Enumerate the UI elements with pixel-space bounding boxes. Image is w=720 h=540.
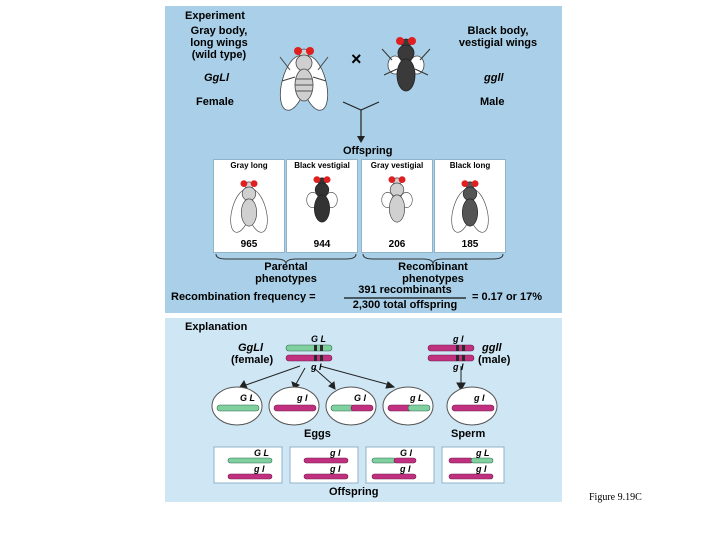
female-bottom-alleles: g l	[311, 362, 322, 372]
offspring-1-top: G L	[254, 448, 269, 458]
gray-vestigial-fly-icon	[381, 176, 413, 223]
experiment-heading: Experiment	[185, 10, 245, 22]
count-gray-long: 965	[240, 239, 258, 250]
egg-1-alleles: G L	[240, 393, 255, 403]
black-long-fly-icon	[451, 180, 489, 233]
male-genotype: ggll	[484, 72, 504, 84]
count-gray-vestigial: 206	[388, 239, 406, 250]
count-black-vestigial: 944	[313, 239, 331, 250]
male-top-alleles: g l	[453, 334, 464, 344]
recombinant-phenotypes-label: Recombinant phenotypes	[398, 261, 468, 285]
offspring-3-bottom: g l	[400, 464, 411, 474]
egg-2-alleles: g l	[297, 393, 308, 403]
phenotype-label-2: Black vestigial	[294, 161, 350, 170]
offspring-2-bottom: g l	[330, 464, 341, 474]
offspring-1-bottom: g l	[254, 464, 265, 474]
female-sex-label: Female	[196, 96, 234, 108]
female-description: Gray body, long wings (wild type)	[190, 25, 248, 61]
figure-caption: Figure 9.19C	[589, 492, 642, 503]
phenotype-label-1: Gray long	[230, 161, 268, 170]
recomb-denominator: 2,300 total offspring	[352, 299, 458, 311]
recomb-numerator: 391 recombinants	[358, 284, 452, 296]
male-bottom-alleles: g l	[453, 362, 464, 372]
egg-4-alleles: g L	[410, 393, 424, 403]
parental-phenotypes-label: Parental phenotypes	[255, 261, 317, 285]
offspring-4-bottom: g l	[476, 464, 487, 474]
male-chromosome-pair	[427, 344, 475, 362]
female-chromosome-pair	[285, 344, 333, 362]
gray-long-fly-icon	[230, 180, 268, 233]
female-top-alleles: G L	[311, 334, 326, 344]
explanation-heading: Explanation	[185, 321, 248, 333]
female-label-expl: (female)	[231, 354, 274, 366]
phenotype-label-4: Black long	[449, 161, 491, 170]
recomb-result: = 0.17 or 17%	[472, 291, 543, 303]
male-sex-label: Male	[480, 96, 505, 108]
offspring-2-top: g l	[330, 448, 341, 458]
offspring-3-top: G l	[400, 448, 413, 458]
recomb-frequency-label: Recombination frequency =	[171, 291, 316, 303]
male-description: Black body, vestigial wings	[458, 25, 538, 49]
female-genotype: GgLl	[204, 72, 230, 84]
offspring-label: Offspring	[343, 145, 393, 157]
male-label-expl: (male)	[478, 354, 511, 366]
explanation-offspring-label: Offspring	[329, 486, 379, 498]
male-fly-icon	[381, 37, 431, 92]
count-black-long: 185	[461, 239, 479, 250]
female-genotype-expl: GgLl	[238, 342, 264, 354]
black-vestigial-fly-icon	[306, 176, 338, 223]
offspring-4-top: g L	[476, 448, 490, 458]
phenotype-label-3: Gray vestigial	[370, 161, 424, 170]
male-genotype-expl: ggll	[482, 342, 502, 354]
sperm-label: Sperm	[451, 428, 486, 440]
egg-3-alleles: G l	[354, 393, 367, 403]
eggs-label: Eggs	[304, 428, 331, 440]
sperm-alleles: g l	[474, 393, 485, 403]
female-fly-icon	[279, 47, 329, 111]
cross-symbol: ×	[351, 49, 362, 69]
